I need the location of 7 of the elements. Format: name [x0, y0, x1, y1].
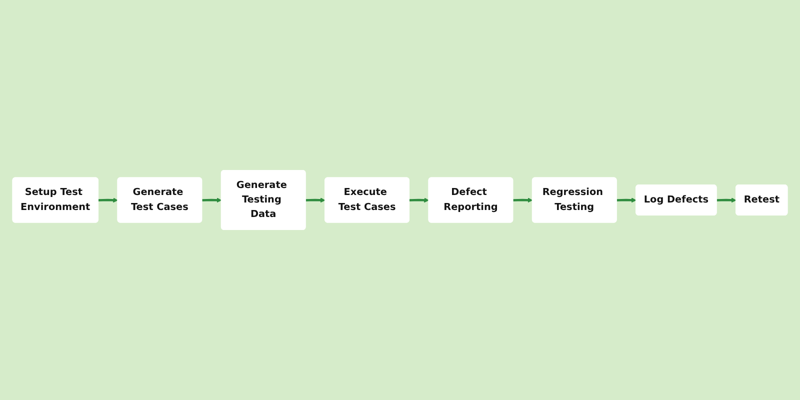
arrow [513, 198, 533, 203]
arrow [409, 198, 430, 203]
arrow [716, 198, 736, 203]
arrow [98, 198, 118, 203]
arrow [202, 198, 222, 203]
arrow [306, 198, 326, 203]
arrow [616, 198, 636, 203]
